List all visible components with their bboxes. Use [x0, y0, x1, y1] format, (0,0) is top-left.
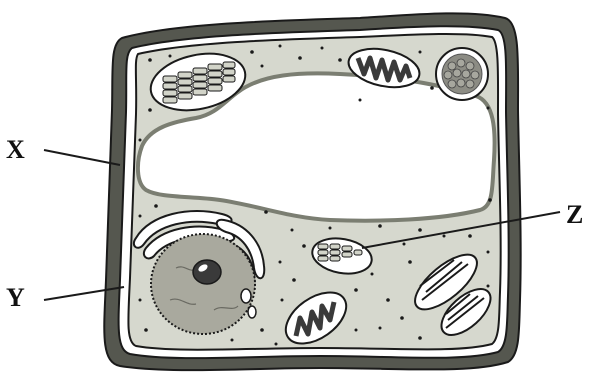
nucleus — [151, 234, 255, 334]
label-x-pointer — [44, 150, 120, 165]
label-z: Z — [566, 202, 583, 228]
nucleolus — [193, 260, 221, 284]
amyloplast-top-right — [436, 48, 488, 100]
label-y: Y — [6, 285, 25, 311]
label-x: X — [6, 137, 25, 163]
